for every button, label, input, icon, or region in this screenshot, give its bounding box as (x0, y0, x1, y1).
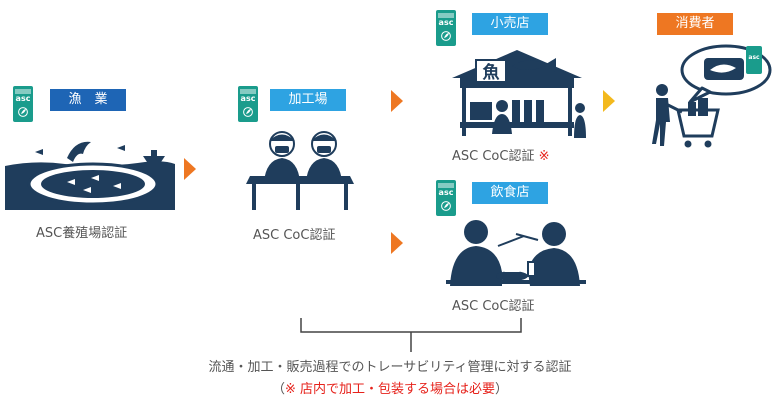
asc-logo-processing: asc (238, 86, 258, 122)
bracket-connector (300, 318, 522, 352)
in-store-processing-note: （※ 店内で加工・包装する場合は必要） (271, 382, 509, 397)
stall-sign: 魚 (483, 62, 500, 83)
fishery-caption: ASC養殖場認証 (36, 226, 128, 241)
arrow-fishery-to-processing (184, 158, 196, 180)
retail-tag: 小売店 (472, 13, 548, 35)
svg-text:asc: asc (748, 54, 760, 61)
fishery-tag: 漁 業 (50, 89, 126, 111)
processing-tag: 加工場 (270, 89, 346, 111)
factory-workers-illustration (246, 131, 354, 210)
asc-logo-fishery: asc (13, 86, 33, 122)
traceability-note: 流通・加工・販売過程でのトレーサビリティ管理に対する認証 (208, 360, 572, 375)
diners-illustration (446, 220, 586, 286)
fish-farm-illustration (5, 141, 175, 210)
processing-caption: ASC CoC認証 (253, 228, 336, 243)
arrow-retail-to-consumer (603, 90, 615, 112)
asc-logo-retail: asc (436, 10, 456, 46)
arrow-processing-to-restaurant (391, 232, 403, 254)
restaurant-tag: 飲食店 (472, 182, 548, 204)
arrow-processing-to-retail (391, 90, 403, 112)
consumer-shopping-illustration: asc (652, 44, 772, 148)
restaurant-caption: ASC CoC認証 (452, 299, 535, 314)
consumer-tag: 消費者 (657, 13, 733, 35)
retail-caption: ASC CoC認証 ※ (452, 149, 550, 164)
fish-store-illustration: 魚 (452, 50, 586, 138)
asc-logo-restaurant: asc (436, 180, 456, 216)
retail-note-mark: ※ (538, 149, 550, 164)
